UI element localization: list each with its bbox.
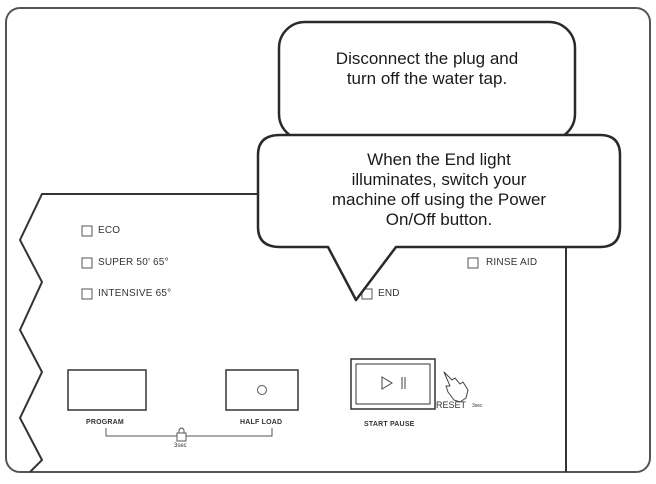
half-load-circle-icon xyxy=(257,385,267,395)
callout-top-line-1: Disconnect the plug and xyxy=(335,49,519,68)
lock-icon xyxy=(176,427,187,442)
program-label-super-50: SUPER 50' 65° xyxy=(98,257,169,268)
rinse-aid-label: RINSE AID xyxy=(486,257,538,268)
program-button-label: PROGRAM xyxy=(86,419,124,426)
program-button[interactable] xyxy=(67,369,147,411)
end-label: END xyxy=(378,288,400,299)
checkbox-intensive[interactable] xyxy=(81,288,93,300)
callout-middle-line-3: machine off using the Power xyxy=(331,190,547,209)
reset-label: RESET xyxy=(436,400,467,410)
callout-top-line-2: turn off the water tap. xyxy=(346,69,508,88)
start-pause-button-inner xyxy=(355,363,431,405)
program-label-intensive: INTENSIVE 65° xyxy=(98,288,172,299)
checkbox-super-50[interactable] xyxy=(81,257,93,269)
callout-middle-line-2: illuminates, switch your xyxy=(351,170,527,189)
callout-middle-bubble xyxy=(256,133,622,302)
callout-middle-line-1: When the End light xyxy=(367,150,511,169)
half-load-button-label: HALF LOAD xyxy=(240,419,283,426)
program-label-eco: ECO xyxy=(98,225,121,236)
child-lock-bracket xyxy=(105,428,273,437)
half-load-button[interactable] xyxy=(225,369,299,411)
rinse-aid-indicator-box xyxy=(467,257,479,269)
reset-seconds-label: 3sec xyxy=(472,403,483,409)
play-pause-icon xyxy=(381,376,406,390)
lock-seconds-label: 3sec xyxy=(174,443,187,449)
pressing-hand-icon xyxy=(443,371,469,403)
outer-frame xyxy=(5,7,651,473)
checkbox-eco[interactable] xyxy=(81,225,93,237)
callout-middle-line-4: On/Off button. xyxy=(385,210,493,229)
start-pause-button[interactable] xyxy=(350,358,436,410)
start-pause-button-label: START PAUSE xyxy=(364,421,415,428)
